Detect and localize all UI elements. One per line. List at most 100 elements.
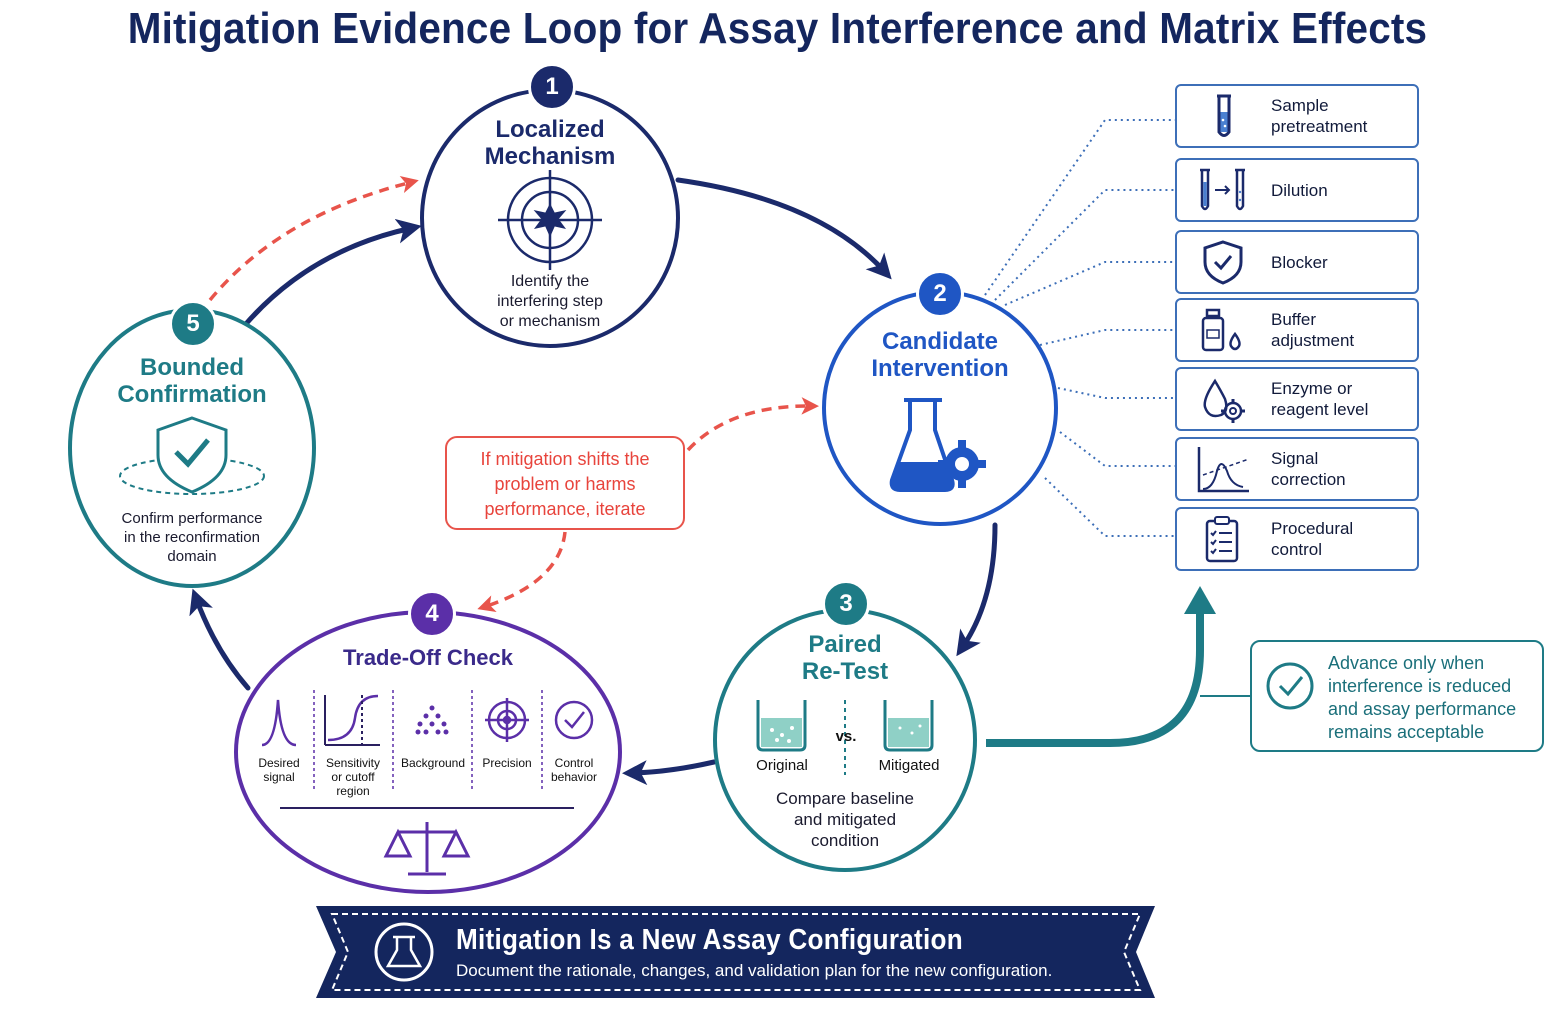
option-label: Sample pretreatment <box>1271 86 1419 146</box>
shield-check-icon <box>156 416 228 494</box>
step-5-title-line: Bounded <box>140 354 244 381</box>
option-sample-pretreatment: Sample pretreatment <box>1175 84 1419 148</box>
bottle-drop-icon <box>1201 308 1241 352</box>
step-3-desc: Compare baseline and mitigated condition <box>745 788 945 851</box>
check-desired-signal: Desired signal <box>250 756 308 784</box>
step-3-badge: 3 <box>822 580 870 628</box>
step-3-title: Paired Re-Test <box>745 631 945 685</box>
domain-ellipse <box>119 457 265 495</box>
mitigated-label: Mitigated <box>878 757 940 774</box>
step-3-desc-line: condition <box>810 831 880 850</box>
step-2-title: Candidate Intervention <box>840 328 1040 382</box>
step-1-desc-line: Identify the <box>510 273 590 290</box>
option-label-line: Enzyme or <box>1271 379 1353 398</box>
option-label-line: Signal <box>1271 449 1319 468</box>
step-1-title: Localized Mechanism <box>450 116 650 170</box>
check-label-line: Sensitivity <box>325 756 381 770</box>
iterate-arrow-to-1 <box>208 176 419 302</box>
option-label: Buffer adjustment <box>1271 300 1419 360</box>
step-1-desc-line: interfering step <box>497 293 603 310</box>
option-dilution: Dilution <box>1175 158 1419 222</box>
check-label-line: signal <box>263 770 295 784</box>
tradeoff-dividers <box>313 690 543 790</box>
check-control-behavior: Control behavior <box>544 756 604 784</box>
step-3-title-line: Re-Test <box>801 658 889 685</box>
iterate-note: If mitigation shifts the problem or harm… <box>445 436 685 530</box>
iterate-arrow-to-2 <box>686 397 819 452</box>
check-label-line: or cutoff <box>331 770 375 784</box>
drop-gear-icon <box>1203 378 1245 423</box>
banner-subtitle: Document the rationale, changes, and val… <box>456 961 1053 980</box>
check-circle-icon <box>554 700 594 740</box>
flask-gear-icon <box>889 398 986 492</box>
option-label-line: Sample <box>1271 96 1329 115</box>
option-label-line: Procedural <box>1271 519 1354 538</box>
dots-icon <box>415 705 449 735</box>
option-label-line: Buffer <box>1271 310 1317 329</box>
dilution-icon <box>1200 168 1245 211</box>
option-label-line: adjustment <box>1271 331 1355 350</box>
option-label-line: reagent level <box>1271 400 1369 419</box>
page-title: Mitigation Evidence Loop for Assay Inter… <box>127 4 1428 53</box>
check-label-line: Precision <box>482 756 532 770</box>
step-1-badge: 1 <box>528 63 576 111</box>
step-5-title-line: Confirmation <box>117 381 267 408</box>
advance-note-text: Advance only when interference is reduce… <box>1328 652 1542 744</box>
option-signal-correction: Signal correction <box>1175 437 1419 501</box>
peak-icon <box>261 699 297 747</box>
arrow-2-to-3 <box>956 522 998 657</box>
option-enzyme-reagent-level: Enzyme or reagent level <box>1175 367 1419 431</box>
scale-icon <box>383 822 471 876</box>
check-precision: Precision <box>474 756 540 770</box>
check-label-line: Background <box>400 756 466 770</box>
step-1-title-line: Mechanism <box>484 143 616 170</box>
iterate-note-line: problem or harms <box>494 474 636 494</box>
original-beaker-icon <box>756 700 807 752</box>
loop-arrows <box>189 177 998 786</box>
advance-note: Advance only when interference is reduce… <box>1250 640 1544 752</box>
arrow-4-to-5 <box>189 588 251 691</box>
step-5-desc-line: in the reconfirmation <box>124 529 260 546</box>
iterate-arrows <box>208 176 819 613</box>
banner-title: Mitigation Is a New Assay Configuration <box>456 924 963 956</box>
check-label-line: region <box>336 784 370 798</box>
step-4-title: Trade-Off Check <box>343 645 513 670</box>
arrow-5-to-1 <box>242 218 422 328</box>
step-1-desc-line: or mechanism <box>499 313 601 330</box>
clipboard-icon <box>1205 516 1239 563</box>
advance-note-line: interference is reduced <box>1328 676 1512 696</box>
mitigated-beaker-icon <box>883 700 934 752</box>
step-5-title: Bounded Confirmation <box>92 354 292 408</box>
iterate-note-line: If mitigation shifts the <box>480 449 650 469</box>
intervention-connectors <box>984 119 1175 537</box>
step-2-title-line: Intervention <box>871 355 1009 382</box>
step-1-desc: Identify the interfering step or mechani… <box>450 272 650 332</box>
option-label: Enzyme or reagent level <box>1271 369 1419 429</box>
step-3-desc-line: and mitigated <box>793 810 897 829</box>
option-label: Blocker <box>1271 232 1419 292</box>
iterate-note-line: performance, iterate <box>484 499 646 519</box>
banner-shape <box>316 906 1155 998</box>
arrow-3-to-4 <box>622 759 717 786</box>
advance-note-line: remains acceptable <box>1328 722 1485 742</box>
check-sensitivity: Sensitivity or cutoff region <box>316 756 390 798</box>
check-label-line: Desired <box>258 756 300 770</box>
arrow-1-to-2 <box>675 177 892 280</box>
check-background: Background <box>395 756 471 770</box>
step-3-title-line: Paired <box>808 631 882 658</box>
step-4-badge: 4 <box>408 590 456 638</box>
option-buffer-adjustment: Buffer adjustment <box>1175 298 1419 362</box>
test-tube-icon <box>1217 94 1231 137</box>
option-label-line: pretreatment <box>1271 117 1368 136</box>
advance-arrow <box>986 612 1204 747</box>
advance-check-icon <box>1266 662 1314 710</box>
step-5-desc-line: domain <box>167 548 217 565</box>
step-5-desc-line: Confirm performance <box>121 510 263 527</box>
option-label: Dilution <box>1271 160 1419 220</box>
option-label-line: correction <box>1271 470 1346 489</box>
original-label: Original <box>756 757 808 774</box>
check-label-line: Control <box>554 756 594 770</box>
advance-arrow-head <box>1184 586 1216 614</box>
